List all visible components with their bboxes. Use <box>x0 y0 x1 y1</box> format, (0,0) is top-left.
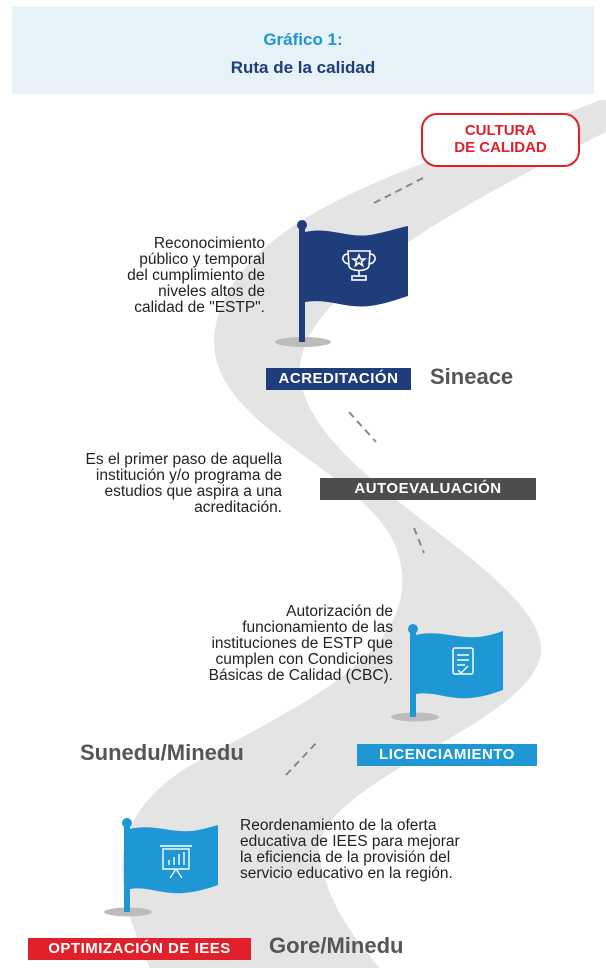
licenciamiento-description: Autorización de funcionamiento de las in… <box>170 604 393 684</box>
flag-pole-top <box>122 818 132 828</box>
checklist-icon <box>452 647 474 675</box>
step-label-licenciamiento: LICENCIAMIENTO <box>357 744 537 766</box>
description-line: Reconocimiento <box>153 235 265 252</box>
header-banner: Gráfico 1: Ruta de la calidad <box>12 6 594 94</box>
goal-line-2: DE CALIDAD <box>454 139 547 156</box>
description-line: Reordenamiento de la oferta <box>240 817 437 834</box>
description-line: estudios que aspira a una <box>104 483 282 500</box>
flag-pole <box>410 630 416 717</box>
description-line: instituciones de ESTP que <box>211 635 393 652</box>
acreditacion-description: Reconocimiento público y temporal del cu… <box>60 236 265 316</box>
description-line: público y temporal <box>139 251 265 268</box>
presentation-chart-icon <box>160 845 192 879</box>
description-line: acreditación. <box>194 499 282 516</box>
step-label-optimizacion: OPTIMIZACIÓN DE IEES <box>28 938 251 960</box>
optimizacion-description: Reordenamiento de la oferta educativa de… <box>240 818 510 882</box>
figure-title: Ruta de la calidad <box>230 58 376 77</box>
description-line: institución y/o programa de <box>95 467 282 484</box>
road <box>122 100 606 968</box>
description-line: Es el primer paso de aquella <box>85 451 282 468</box>
flag-cloth <box>305 226 408 307</box>
flag-acreditacion <box>275 220 408 347</box>
description-line: niveles altos de <box>158 283 265 300</box>
flag-pole <box>124 824 130 912</box>
flag-pole-top <box>408 624 418 634</box>
description-line: del cumplimiento de <box>127 267 265 284</box>
description-line: educativa de IEES para mejorar <box>240 833 460 850</box>
description-line: servicio educativo en la región. <box>240 865 453 882</box>
goal-badge: CULTURA DE CALIDAD <box>421 113 580 167</box>
step-label-acreditacion: ACREDITACIÓN <box>266 368 411 390</box>
description-line: Autorización de <box>286 603 393 620</box>
flag-pole <box>299 226 305 342</box>
description-line: la eficiencia de la provisión del <box>240 849 451 866</box>
road-center-dashes <box>285 177 425 776</box>
agency-sunedu-minedu: Sunedu/Minedu <box>80 740 244 765</box>
agency-gore-minedu: Gore/Minedu <box>269 933 404 958</box>
description-line: calidad de "ESTP". <box>134 299 265 316</box>
description-line: cumplen con Condiciones <box>215 651 394 668</box>
goal-line-1: CULTURA <box>464 122 537 139</box>
description-line: funcionamiento de las <box>242 619 393 636</box>
figure-number: Gráfico 1: <box>263 30 343 49</box>
description-line: Básicas de Calidad (CBC). <box>208 667 393 684</box>
trophy-icon <box>342 250 376 281</box>
autoevaluacion-description: Es el primer paso de aquella institución… <box>20 452 282 516</box>
step-label-autoevaluacion: AUTOEVALUACIÓN <box>320 478 536 500</box>
flag-pole-top <box>297 220 307 230</box>
agency-sineace: Sineace <box>430 364 514 389</box>
